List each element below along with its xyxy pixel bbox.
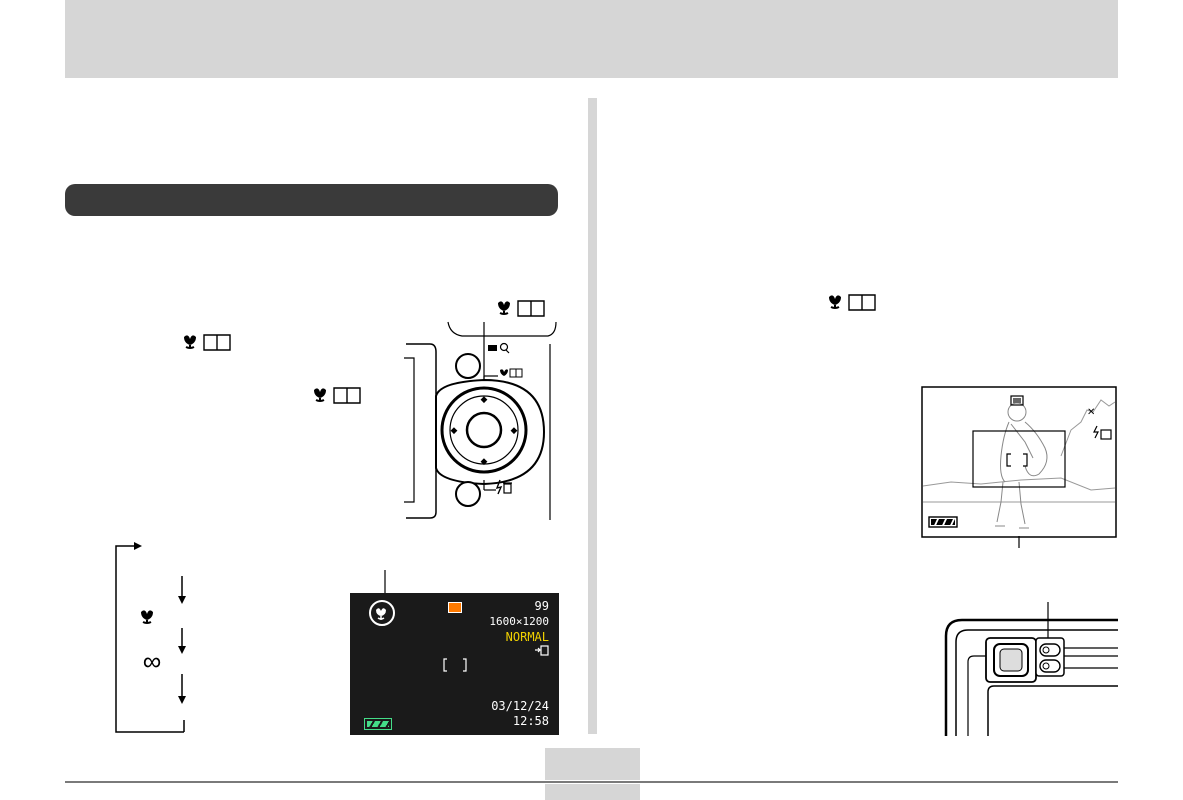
lcd-quality: NORMAL [505,630,549,644]
page-number-tab [545,748,640,780]
display-zoom-icon [488,342,510,354]
manual-book-icon [517,300,545,317]
macro-book-icon-2 [184,334,231,351]
section-heading-bar [65,184,558,216]
memory-card-icon [535,645,549,656]
svg-text:◆: ◆ [481,456,488,466]
flash-delete-icon [495,479,512,495]
zoom-button [455,353,481,379]
macro-indicator-icon [369,600,395,626]
svg-text:◆: ◆ [511,425,518,435]
lcd-shots-remaining: 99 [534,599,549,613]
lcd-screen: 99 1600×1200 NORMAL 03/12/24 12:58 [350,593,559,735]
infinity-symbol: ∞ [143,646,162,676]
lcd-date: 03/12/24 [491,699,549,713]
flash-timer-icon [1093,425,1112,440]
manual-book-icon [509,368,523,378]
camera-viewfinder-lamp-illustration [944,602,1118,736]
footer-line [65,781,1118,783]
focus-area-frame [972,430,1066,488]
scene-callout-line [1018,536,1020,548]
viewfinder-scene-illustration: ✕ [921,386,1117,538]
column-divider [588,98,597,734]
camera-control-pad-illustration: ◆ ◆ ◆ ◆ [404,321,557,520]
lcd-callout-line [384,570,386,596]
svg-text:◆: ◆ [451,425,458,435]
menu-button [455,481,481,507]
close-mark: ✕ [1087,407,1095,418]
macro-book-icon-1 [498,300,545,317]
macro-flower-icon [141,610,153,624]
af-target-icon [1010,395,1024,406]
macro-book-icon-3 [314,387,361,404]
person-figure [995,402,1048,529]
focus-frame-icon [1006,453,1028,467]
macro-book-icon-4 [829,294,876,311]
page-number-tab-lower [545,784,640,800]
lcd-time: 12:58 [512,714,549,728]
lcd-resolution: 1600×1200 [489,615,549,628]
macro-flower-icon [498,301,510,315]
focus-frame-icon [443,658,467,672]
header-band [65,0,1118,78]
set-button [465,411,503,449]
battery-icon [928,516,958,528]
battery-icon [364,718,392,730]
focus-mode-cycle-diagram: ∞ [115,542,186,733]
macro-flower-icon [500,369,508,376]
svg-text:◆: ◆ [481,394,488,404]
record-mode-icon [448,602,462,613]
